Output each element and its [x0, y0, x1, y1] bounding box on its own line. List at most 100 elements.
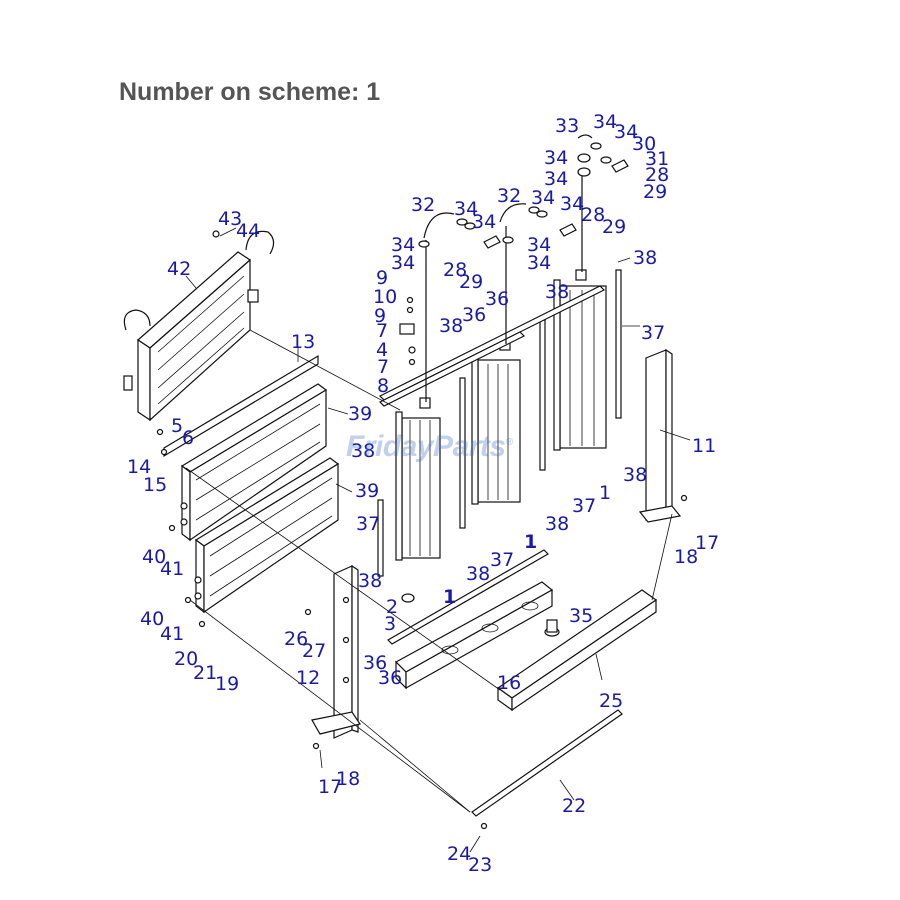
part-fittings-stack-drawing [399, 296, 416, 603]
callout-18-right: 18 [674, 546, 698, 568]
callout-24: 24 [447, 843, 471, 865]
callout-4: 4 [376, 339, 388, 361]
callout-7-a: 7 [376, 320, 388, 342]
callout-1-b: 1 [524, 531, 537, 553]
part-right-pillar-drawing [638, 348, 682, 523]
callout-38-c: 38 [633, 247, 657, 269]
part-clamps-drawing [418, 142, 629, 249]
callout-31: 31 [645, 148, 669, 170]
part-support-bar-drawing [387, 549, 549, 645]
callout-43: 43 [218, 208, 242, 230]
callout-20: 20 [174, 648, 198, 670]
callout-32-a: 32 [411, 194, 435, 216]
callout-14: 14 [127, 456, 151, 478]
callout-8: 8 [377, 375, 389, 397]
callout-labels: 42 43 44 13 5 6 14 15 39 38 39 37 40 41 … [127, 111, 719, 876]
callout-12: 12 [296, 667, 320, 689]
callout-28-b: 28 [581, 204, 605, 226]
scheme-title: Number on scheme: 1 [119, 78, 381, 106]
part-oil-cooler-upper-drawing [180, 383, 328, 542]
callout-9-a: 9 [376, 267, 388, 289]
part-oil-cooler-lower-drawing [194, 457, 340, 614]
callout-33: 33 [555, 115, 579, 137]
callout-17-right: 17 [695, 532, 719, 554]
callout-38-a: 38 [351, 440, 375, 462]
callout-38-e: 38 [439, 315, 463, 337]
callout-32-b: 32 [497, 185, 521, 207]
callout-23: 23 [468, 854, 492, 876]
part-lower-frame-drawing [496, 589, 658, 712]
callout-16: 16 [497, 672, 521, 694]
callout-leaders [185, 227, 691, 853]
callout-17-left: 17 [318, 776, 342, 798]
callout-2: 2 [386, 596, 398, 618]
callout-38-b: 38 [358, 570, 382, 592]
callout-37-b: 37 [641, 322, 665, 344]
callout-34-i: 34 [593, 111, 617, 133]
callout-34-h: 34 [527, 252, 551, 274]
callout-37-a: 37 [356, 513, 380, 535]
part-seal-strips-drawing [377, 269, 622, 577]
callout-34-l: 34 [544, 168, 568, 190]
callout-3: 3 [384, 613, 396, 635]
callout-44: 44 [236, 220, 260, 242]
callout-6: 6 [182, 427, 194, 449]
callout-34-k: 34 [544, 147, 568, 169]
callout-29-b: 29 [602, 216, 626, 238]
callout-11: 11 [692, 435, 716, 457]
callout-38-f: 38 [623, 464, 647, 486]
callout-22: 22 [562, 795, 586, 817]
callout-35: 35 [569, 605, 593, 627]
callout-34-d: 34 [472, 211, 496, 233]
part-aftercooler-drawing [123, 230, 275, 422]
callout-36-c: 36 [485, 288, 509, 310]
callout-19: 19 [215, 673, 239, 695]
callout-34-e: 34 [531, 187, 555, 209]
callout-29-a: 29 [459, 271, 483, 293]
callout-34-c: 34 [454, 198, 478, 220]
callout-9-b: 9 [374, 305, 386, 327]
callout-18-left: 18 [336, 768, 360, 790]
callout-21: 21 [193, 662, 217, 684]
callout-5: 5 [171, 415, 183, 437]
callout-36-a: 36 [363, 652, 387, 674]
callout-7-b: 7 [377, 356, 389, 378]
callout-34-f: 34 [560, 193, 584, 215]
callout-34-b: 34 [391, 252, 415, 274]
watermark-brand: FridayParts [346, 430, 506, 463]
callout-38-g: 38 [545, 513, 569, 535]
part-hoses-drawing [423, 134, 593, 402]
callout-1-c: 1 [443, 586, 456, 608]
callout-34-j: 34 [614, 121, 638, 143]
callout-40-b: 40 [140, 608, 164, 630]
callout-42: 42 [167, 258, 191, 280]
callout-37-d: 37 [490, 549, 514, 571]
callout-10: 10 [373, 286, 397, 308]
callout-38-h: 38 [466, 563, 490, 585]
callout-40-a: 40 [142, 546, 166, 568]
brand-watermark: FridayParts® [346, 430, 513, 464]
callout-25: 25 [599, 690, 623, 712]
callout-39-lower: 39 [355, 480, 379, 502]
callout-28-a: 28 [443, 259, 467, 281]
part-drawings [123, 134, 691, 853]
callout-36-d: 36 [462, 304, 486, 326]
callout-30: 30 [632, 133, 656, 155]
alignment-lines [185, 329, 673, 813]
callout-29-c: 29 [643, 181, 667, 203]
callout-38-d: 38 [545, 281, 569, 303]
callout-34-g: 34 [527, 234, 551, 256]
watermark-registered-mark: ® [505, 437, 513, 448]
callout-13: 13 [291, 331, 315, 353]
callout-27: 27 [302, 640, 326, 662]
callout-41-b: 41 [160, 623, 184, 645]
part-left-pillar-drawing [311, 564, 361, 739]
callout-1-a: 1 [599, 482, 611, 504]
callout-41-a: 41 [160, 558, 184, 580]
callout-37-c: 37 [572, 495, 596, 517]
callout-28-c: 28 [645, 164, 669, 186]
part-bottom-rod-drawing [471, 709, 623, 817]
callout-36-b: 36 [378, 667, 402, 689]
part-bolts-drawing [156, 230, 688, 830]
